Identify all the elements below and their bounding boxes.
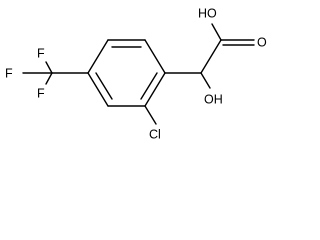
ring-bond-2 xyxy=(87,39,109,74)
ring-bond-5 xyxy=(144,72,166,107)
atom-acid-oh: HO xyxy=(198,6,217,20)
ring-double-inner-right xyxy=(140,72,158,100)
atom-cl: Cl xyxy=(149,127,161,141)
atom-f-top: F xyxy=(37,46,45,60)
bond-alpha-oh xyxy=(200,72,211,89)
chemical-structure: F F F Cl HO O OH xyxy=(5,6,267,141)
ring-bond-3 xyxy=(87,72,109,107)
ring-bond-6 xyxy=(144,39,166,74)
atom-f-left: F xyxy=(5,66,13,80)
bonds xyxy=(22,23,255,125)
atom-f-bottom: F xyxy=(37,86,45,100)
atom-labels: F F F Cl HO O OH xyxy=(5,6,267,141)
ring-double-inner-left xyxy=(95,72,113,100)
atom-alpha-oh: OH xyxy=(204,92,223,106)
bond-cf3-f-top xyxy=(45,61,53,74)
bond-alpha-carboxyl xyxy=(200,39,222,74)
atom-carbonyl-o: O xyxy=(257,35,267,49)
bond-carboxyl-oh xyxy=(211,23,222,41)
bond-cf3-f-bottom xyxy=(45,72,53,85)
bond-ring-cl xyxy=(144,105,157,125)
